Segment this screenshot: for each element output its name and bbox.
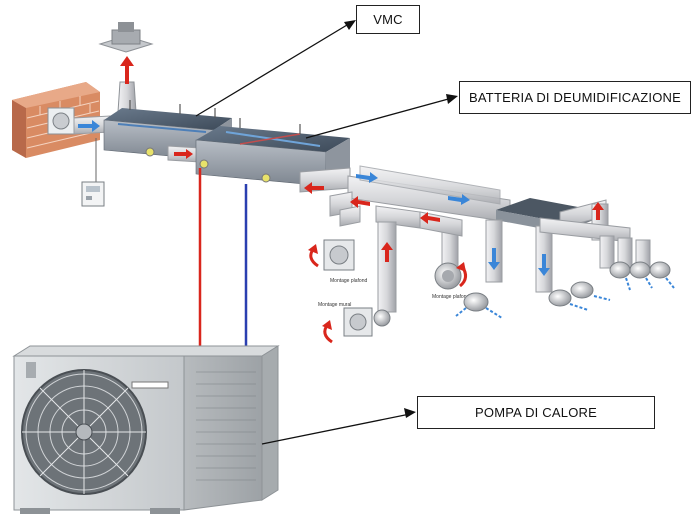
callout-arrow-pompa [261,408,416,445]
extract-grille-3 [434,262,462,290]
duct-arrow-red-1 [304,182,324,194]
small-label-1: Montage plafond [330,278,367,284]
vmc-connector-arrow [174,149,193,159]
brick-wall [12,82,100,158]
exhaust-arrow [120,56,134,84]
extract-grille-1 [323,239,355,271]
right-arrow-down-1 [488,248,500,270]
wall-control-panel [81,138,105,207]
small-label-2: Montage mural [318,302,351,308]
branch-arrow-red-2 [420,212,440,224]
callout-pompa-di-calore: POMPA DI CALORE [417,396,655,429]
callout-vmc: VMC [356,5,420,34]
callout-arrow-vmc [195,20,356,117]
extract-grille-4 [373,309,391,327]
duct-arrow-blue-2 [448,194,470,205]
branch-arrow-up-red [381,242,393,262]
right-arrow-red-1 [592,202,604,220]
roof-outlet [98,22,154,113]
small-label-3: Montage plafond [432,294,469,300]
callout-arrow-batteria [305,94,458,139]
curved-arrowhead-red-2 [322,320,332,330]
heat-pump-unit [12,345,280,514]
intake-arrow [78,120,100,132]
duct-arrow-blue-1 [356,172,378,183]
curved-arrowhead-red-1 [308,244,318,254]
right-arrow-down-2 [538,254,550,276]
ceiling-diffusers [463,261,671,312]
branch-arrow-red-1 [350,196,370,208]
curved-arrowhead-red-3 [456,262,466,272]
callout-batteria-di-deumidificazione: BATTERIA DI DEUMIDIFICAZIONE [459,81,691,114]
extract-grille-2 [343,307,373,337]
diffuser-airflow-arrows [455,277,675,319]
